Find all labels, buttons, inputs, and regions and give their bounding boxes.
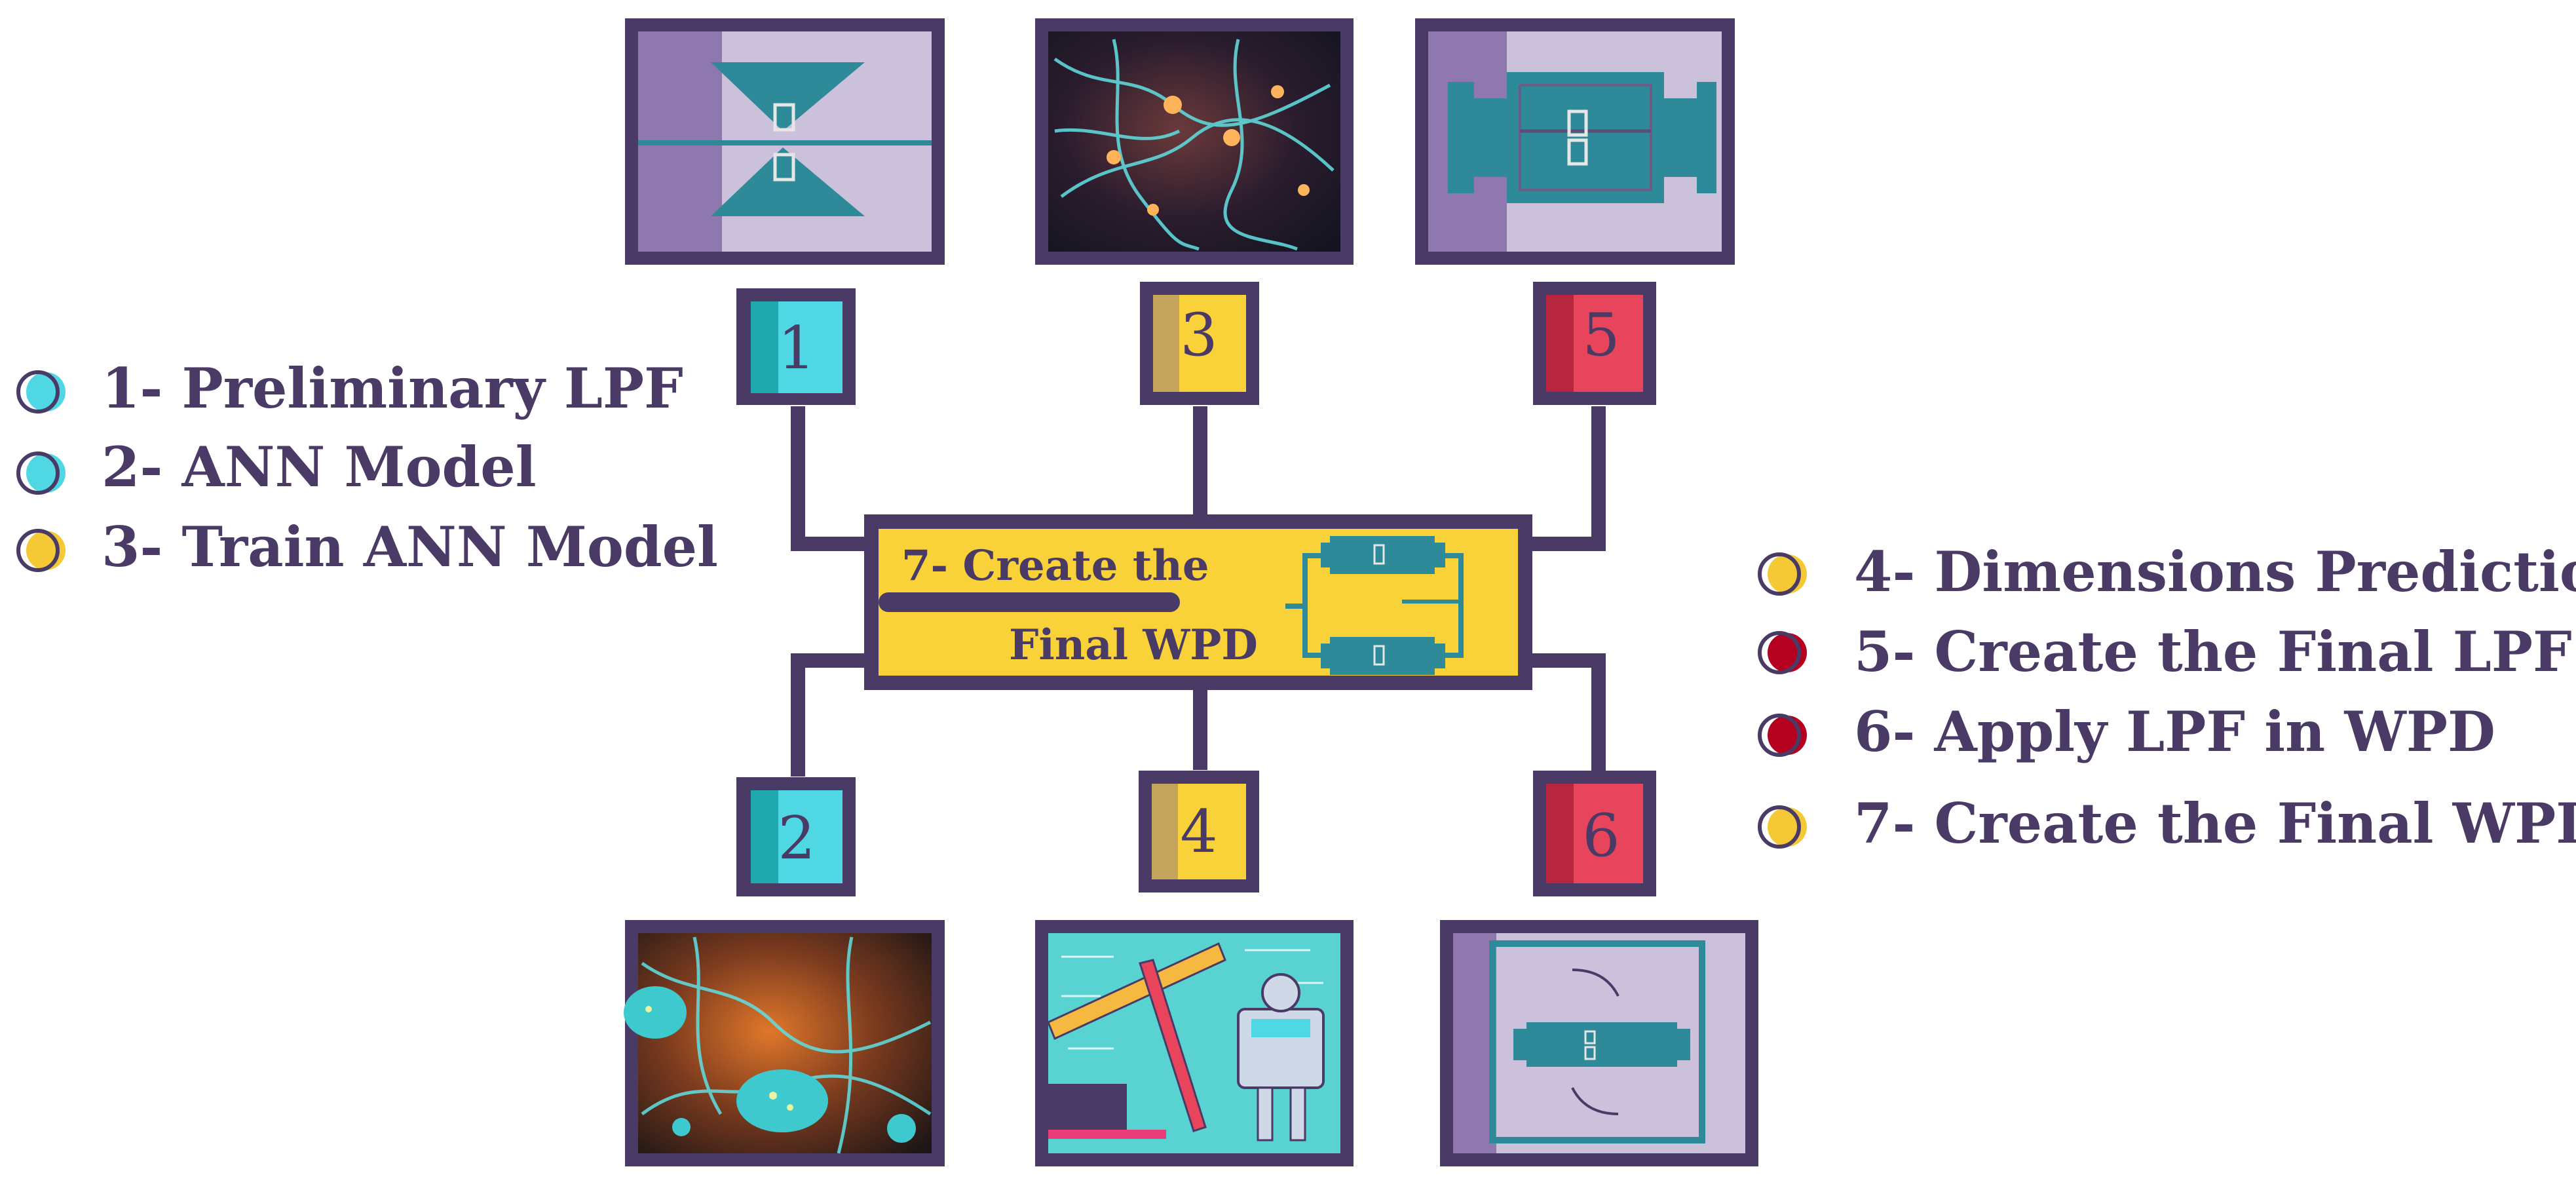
step-number-2: 2 [778,804,815,873]
step-box-4: 4 [1139,771,1259,892]
image-final-lpf [1415,18,1735,265]
image-neurons [624,920,945,1166]
legend-item-5: 5- Create the Final LPF [1758,619,2572,684]
connector-1 [791,406,878,551]
legend-label-5: 5- Create the Final LPF [1854,619,2572,684]
step-number-4: 4 [1180,797,1217,866]
image-preliminary-lpf [625,18,945,265]
connector-lines [791,406,1606,777]
legend-item-7: 7- Create the Final WPD [1758,791,2576,856]
image-ann-model [1035,18,1354,265]
step-number-1: 1 [778,314,815,383]
legend-left: 1- Preliminary LPF 2- ANN Model 3- Train… [16,356,718,579]
step-box-3: 3 [1140,282,1259,405]
legend-item-3: 3- Train ANN Model [16,514,718,579]
image-dimensions-prediction [1035,920,1354,1166]
legend-label-4: 4- Dimensions Prediction [1854,539,2576,604]
legend-label-2: 2- ANN Model [102,434,537,499]
connector-2 [791,653,878,777]
step-box-1: 1 [736,288,856,405]
step-number-5: 5 [1582,301,1619,370]
center-title-line2: Final WPD [1009,621,1258,670]
center-final-wpd-box: 7- Create the Final WPD [864,514,1532,690]
wpd-schematic [1285,536,1464,675]
connector-5 [1519,406,1606,551]
legend-item-4: 4- Dimensions Prediction [1758,539,2576,604]
step-box-5: 5 [1533,282,1656,405]
step-box-6: 6 [1533,771,1656,896]
step-box-2: 2 [736,777,856,896]
legend-label-1: 1- Preliminary LPF [102,356,683,421]
legend-label-6: 6- Apply LPF in WPD [1854,699,2495,764]
legend-item-2: 2- ANN Model [16,434,537,499]
image-apply-lpf [1440,920,1758,1166]
step-number-3: 3 [1180,301,1217,370]
center-title-line1: 7- Create the [901,541,1209,590]
legend-right: 4- Dimensions Prediction 5- Create the F… [1758,539,2576,856]
step-number-6: 6 [1582,801,1619,870]
legend-label-3: 3- Train ANN Model [102,514,718,579]
legend-item-1: 1- Preliminary LPF [16,356,683,421]
legend-item-6: 6- Apply LPF in WPD [1758,699,2495,764]
connector-6 [1519,653,1606,777]
legend-label-7: 7- Create the Final WPD [1854,791,2576,856]
